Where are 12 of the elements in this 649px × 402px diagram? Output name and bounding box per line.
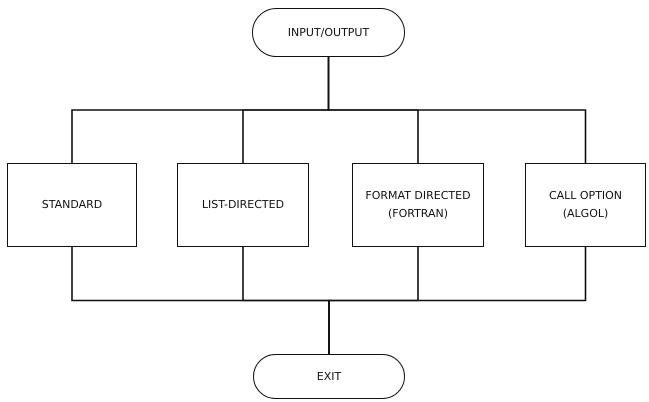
process-box: [352, 163, 484, 247]
node-label: FORMAT DIRECTED (FORTRAN): [364, 188, 472, 222]
process-box: [177, 163, 309, 247]
node-label: INPUT/OUTPUT: [288, 24, 370, 41]
node-label: STANDARD: [42, 197, 102, 214]
connector-line: [328, 247, 586, 354]
node-label: EXIT: [316, 368, 342, 385]
process-box: [7, 163, 137, 247]
node-label: LIST-DIRECTED: [202, 197, 284, 214]
process-box: [525, 163, 646, 247]
node-label: CALL OPTION (ALGOL): [548, 188, 624, 222]
connector-line: [328, 57, 586, 163]
